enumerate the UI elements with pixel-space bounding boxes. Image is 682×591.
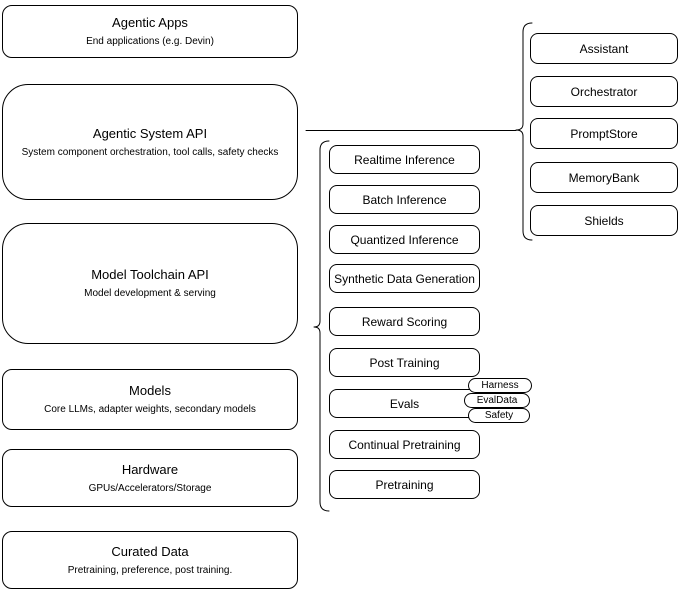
node-curated-data: Curated Data Pretraining, preference, po… — [2, 531, 298, 589]
node-evals: Evals — [329, 389, 480, 418]
tag-harness: Harness — [468, 378, 532, 393]
node-subtitle: GPUs/Accelerators/Storage — [88, 482, 212, 494]
toolchain-brace — [313, 140, 330, 512]
node-label: Reward Scoring — [361, 314, 448, 329]
node-title: Hardware — [121, 461, 179, 477]
node-shields: Shields — [530, 205, 678, 236]
node-agentic-apps: Agentic Apps End applications (e.g. Devi… — [2, 5, 298, 58]
node-title: Model Toolchain API — [91, 267, 209, 282]
system-components-brace — [515, 22, 533, 241]
node-label: Realtime Inference — [354, 152, 455, 167]
tag-evaldata: EvalData — [464, 393, 530, 408]
tag-label: Safety — [484, 410, 514, 421]
node-label: Post Training — [369, 355, 440, 370]
node-label: Assistant — [579, 41, 629, 56]
node-label: Quantized Inference — [350, 232, 459, 247]
node-assistant: Assistant — [530, 33, 678, 64]
node-title: Models — [129, 383, 171, 398]
node-label: Evals — [389, 396, 420, 411]
node-subtitle: Core LLMs, adapter weights, secondary mo… — [44, 404, 256, 415]
node-hardware: Hardware GPUs/Accelerators/Storage — [2, 449, 298, 507]
node-reward-scoring: Reward Scoring — [329, 307, 480, 336]
node-realtime-inference: Realtime Inference — [329, 145, 480, 174]
node-synthetic-data-generation: Synthetic Data Generation — [329, 264, 480, 293]
node-label: MemoryBank — [568, 170, 640, 185]
tag-safety: Safety — [468, 408, 530, 423]
node-subtitle: Model development & serving — [84, 288, 216, 299]
node-subtitle: System component orchestration, tool cal… — [21, 146, 279, 158]
node-pretraining: Pretraining — [329, 470, 480, 499]
node-model-toolchain-api: Model Toolchain API Model development & … — [2, 223, 298, 344]
node-label: PromptStore — [570, 126, 638, 141]
node-agentic-system-api: Agentic System API System component orch… — [2, 84, 298, 200]
node-subtitle: End applications (e.g. Devin) — [86, 36, 214, 47]
node-label: Continual Pretraining — [348, 437, 461, 452]
node-title: Agentic Apps — [112, 15, 188, 30]
tag-label: Harness — [481, 380, 519, 391]
node-label: Synthetic Data Generation — [334, 271, 475, 286]
node-post-training: Post Training — [329, 348, 480, 377]
node-continual-pretraining: Continual Pretraining — [329, 430, 480, 459]
node-orchestrator: Orchestrator — [530, 76, 678, 107]
node-models: Models Core LLMs, adapter weights, secon… — [2, 369, 298, 430]
tag-label: EvalData — [476, 395, 518, 406]
node-subtitle: Pretraining, preference, post training. — [67, 564, 233, 576]
node-label: Orchestrator — [570, 84, 638, 99]
node-memorybank: MemoryBank — [530, 162, 678, 193]
node-promptstore: PromptStore — [530, 118, 678, 149]
node-label: Shields — [584, 213, 624, 228]
node-title: Curated Data — [111, 543, 189, 559]
node-quantized-inference: Quantized Inference — [329, 225, 480, 254]
node-title: Agentic System API — [92, 125, 208, 141]
node-label: Pretraining — [375, 477, 434, 492]
node-batch-inference: Batch Inference — [329, 185, 480, 214]
node-label: Batch Inference — [362, 192, 447, 207]
